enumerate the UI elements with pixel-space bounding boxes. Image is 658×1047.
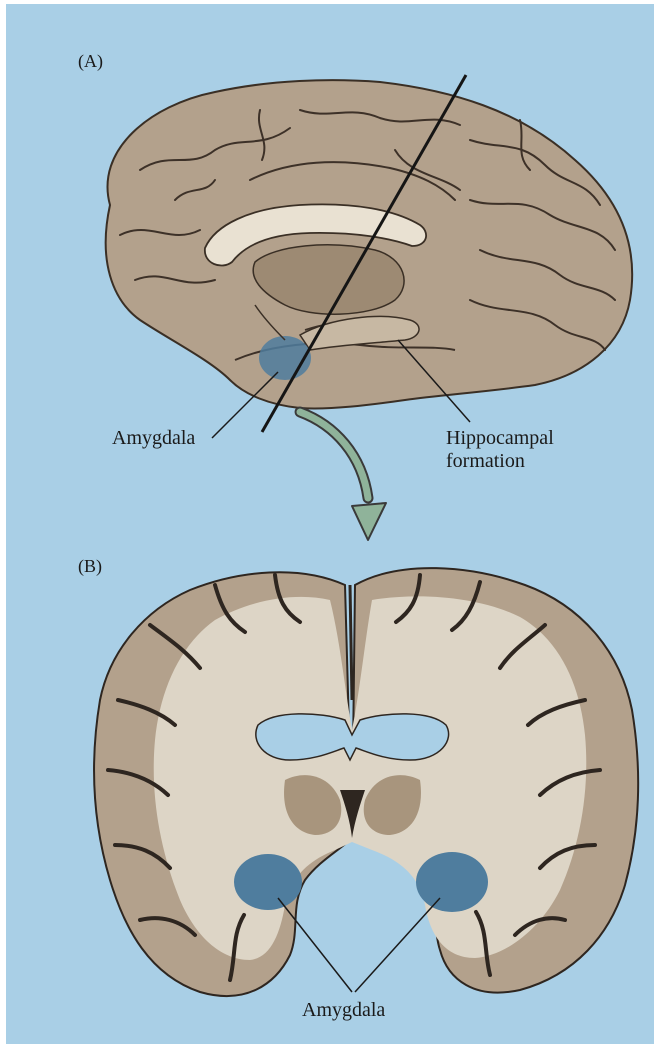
- amygdala-left: [234, 854, 302, 910]
- longitudinal-fissure: [350, 585, 352, 700]
- hippocampal-label-line1: Hippocampal: [446, 427, 554, 449]
- panel-a-label: (A): [78, 51, 103, 72]
- amygdala-label-a: Amygdala: [112, 427, 195, 449]
- amygdala-right: [416, 852, 488, 912]
- amygdala-label-b: Amygdala: [302, 999, 385, 1021]
- panel-b-label: (B): [78, 556, 102, 577]
- hippocampal-label-line2: formation: [446, 450, 525, 472]
